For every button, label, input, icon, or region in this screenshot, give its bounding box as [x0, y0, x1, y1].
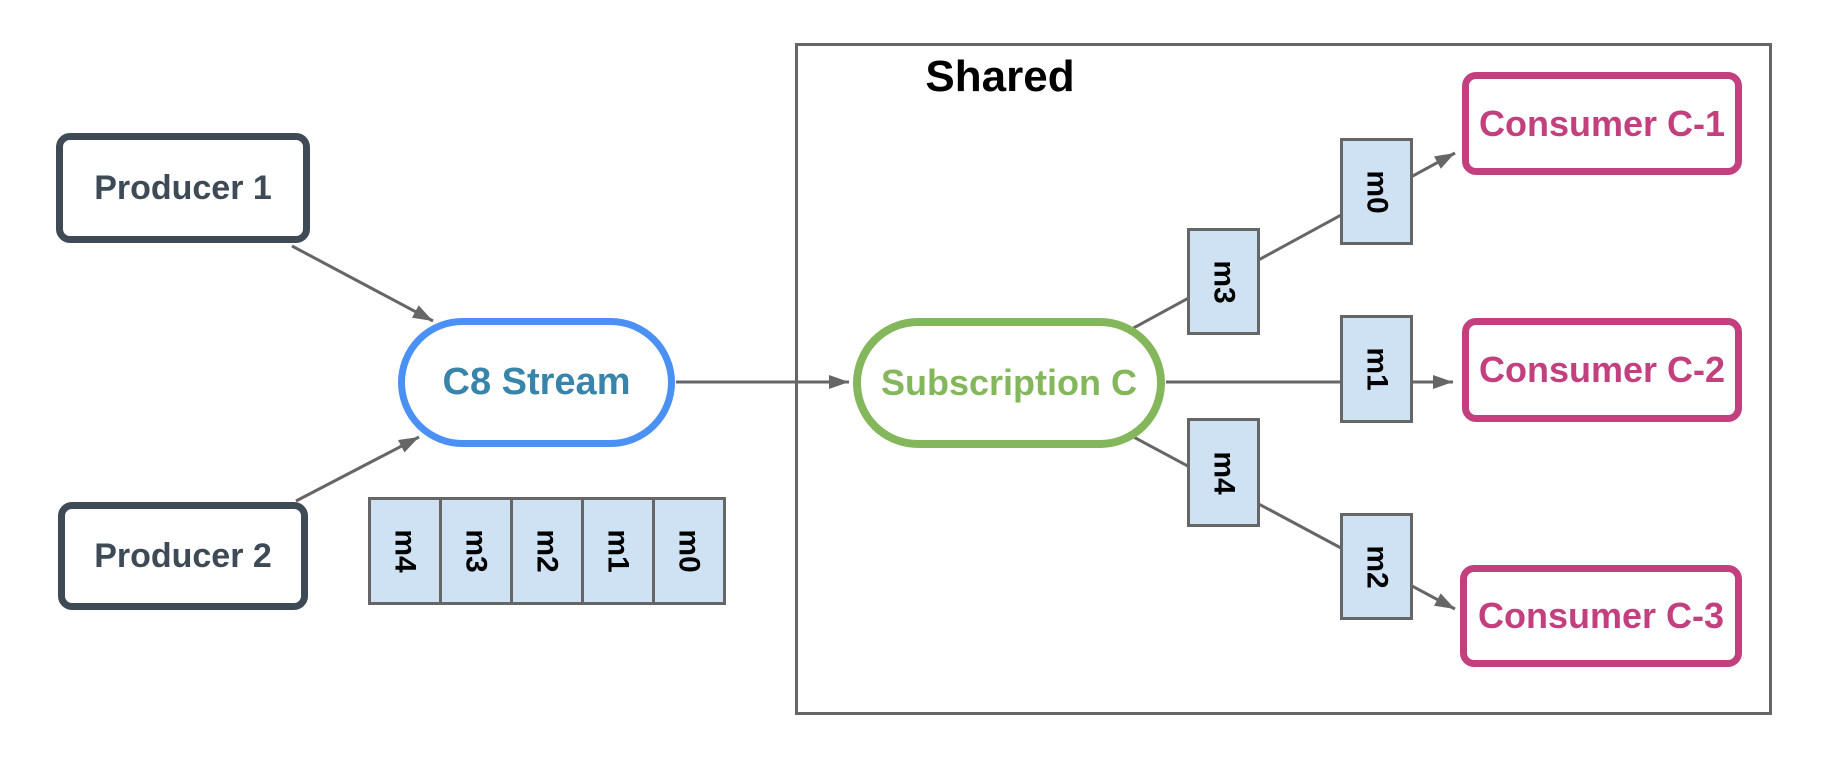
routed-message-m1: m1: [1340, 315, 1413, 423]
subscription-c-label: Subscription C: [880, 362, 1137, 403]
consumer-c2-node: Consumer C-2: [1462, 318, 1742, 422]
shared-panel-title: Shared: [925, 52, 1075, 101]
producer-1-label: Producer 1: [94, 168, 272, 207]
queue-message-label: m2: [530, 529, 564, 573]
queue-message-label: m1: [601, 529, 635, 573]
queue-message-m1: m1: [581, 497, 655, 605]
routed-message-m2: m2: [1340, 513, 1413, 620]
consumer-c3-node: Consumer C-3: [1460, 565, 1742, 667]
routed-message-m4: m4: [1187, 418, 1260, 527]
queue-message-m4: m4: [368, 497, 442, 605]
routed-message-label: m4: [1207, 450, 1241, 495]
queue-message-m0: m0: [652, 497, 726, 605]
consumer-c1-node: Consumer C-1: [1462, 72, 1742, 175]
producer-1-node: Producer 1: [56, 133, 310, 243]
connector-producer1-stream: [291, 244, 434, 323]
routed-message-label: m3: [1207, 259, 1241, 304]
routed-message-label: m0: [1360, 169, 1394, 214]
routed-message-m3: m3: [1187, 228, 1260, 335]
routed-message-label: m1: [1360, 347, 1394, 391]
connector-producer2-stream: [295, 435, 420, 503]
routed-message-m0: m0: [1340, 138, 1413, 245]
queue-message-m2: m2: [510, 497, 584, 605]
queue-message-label: m4: [388, 529, 422, 573]
c8-stream-node: C8 Stream: [398, 318, 675, 447]
shared-panel: [795, 43, 1772, 715]
queue-message-m3: m3: [439, 497, 513, 605]
consumer-c1-label: Consumer C-1: [1478, 102, 1726, 144]
queue-message-label: m0: [672, 529, 706, 573]
producer-2-label: Producer 2: [94, 536, 272, 575]
routed-message-label: m2: [1360, 544, 1394, 589]
consumer-c2-label: Consumer C-2: [1478, 349, 1726, 390]
c8-stream-label: C8 Stream: [442, 361, 631, 403]
producer-2-node: Producer 2: [58, 502, 308, 610]
consumer-c3-label: Consumer C-3: [1477, 595, 1725, 636]
queue-message-label: m3: [459, 529, 493, 573]
message-queue: m4 m3 m2 m1 m0: [368, 497, 726, 605]
subscription-c-node: Subscription C: [853, 318, 1165, 448]
